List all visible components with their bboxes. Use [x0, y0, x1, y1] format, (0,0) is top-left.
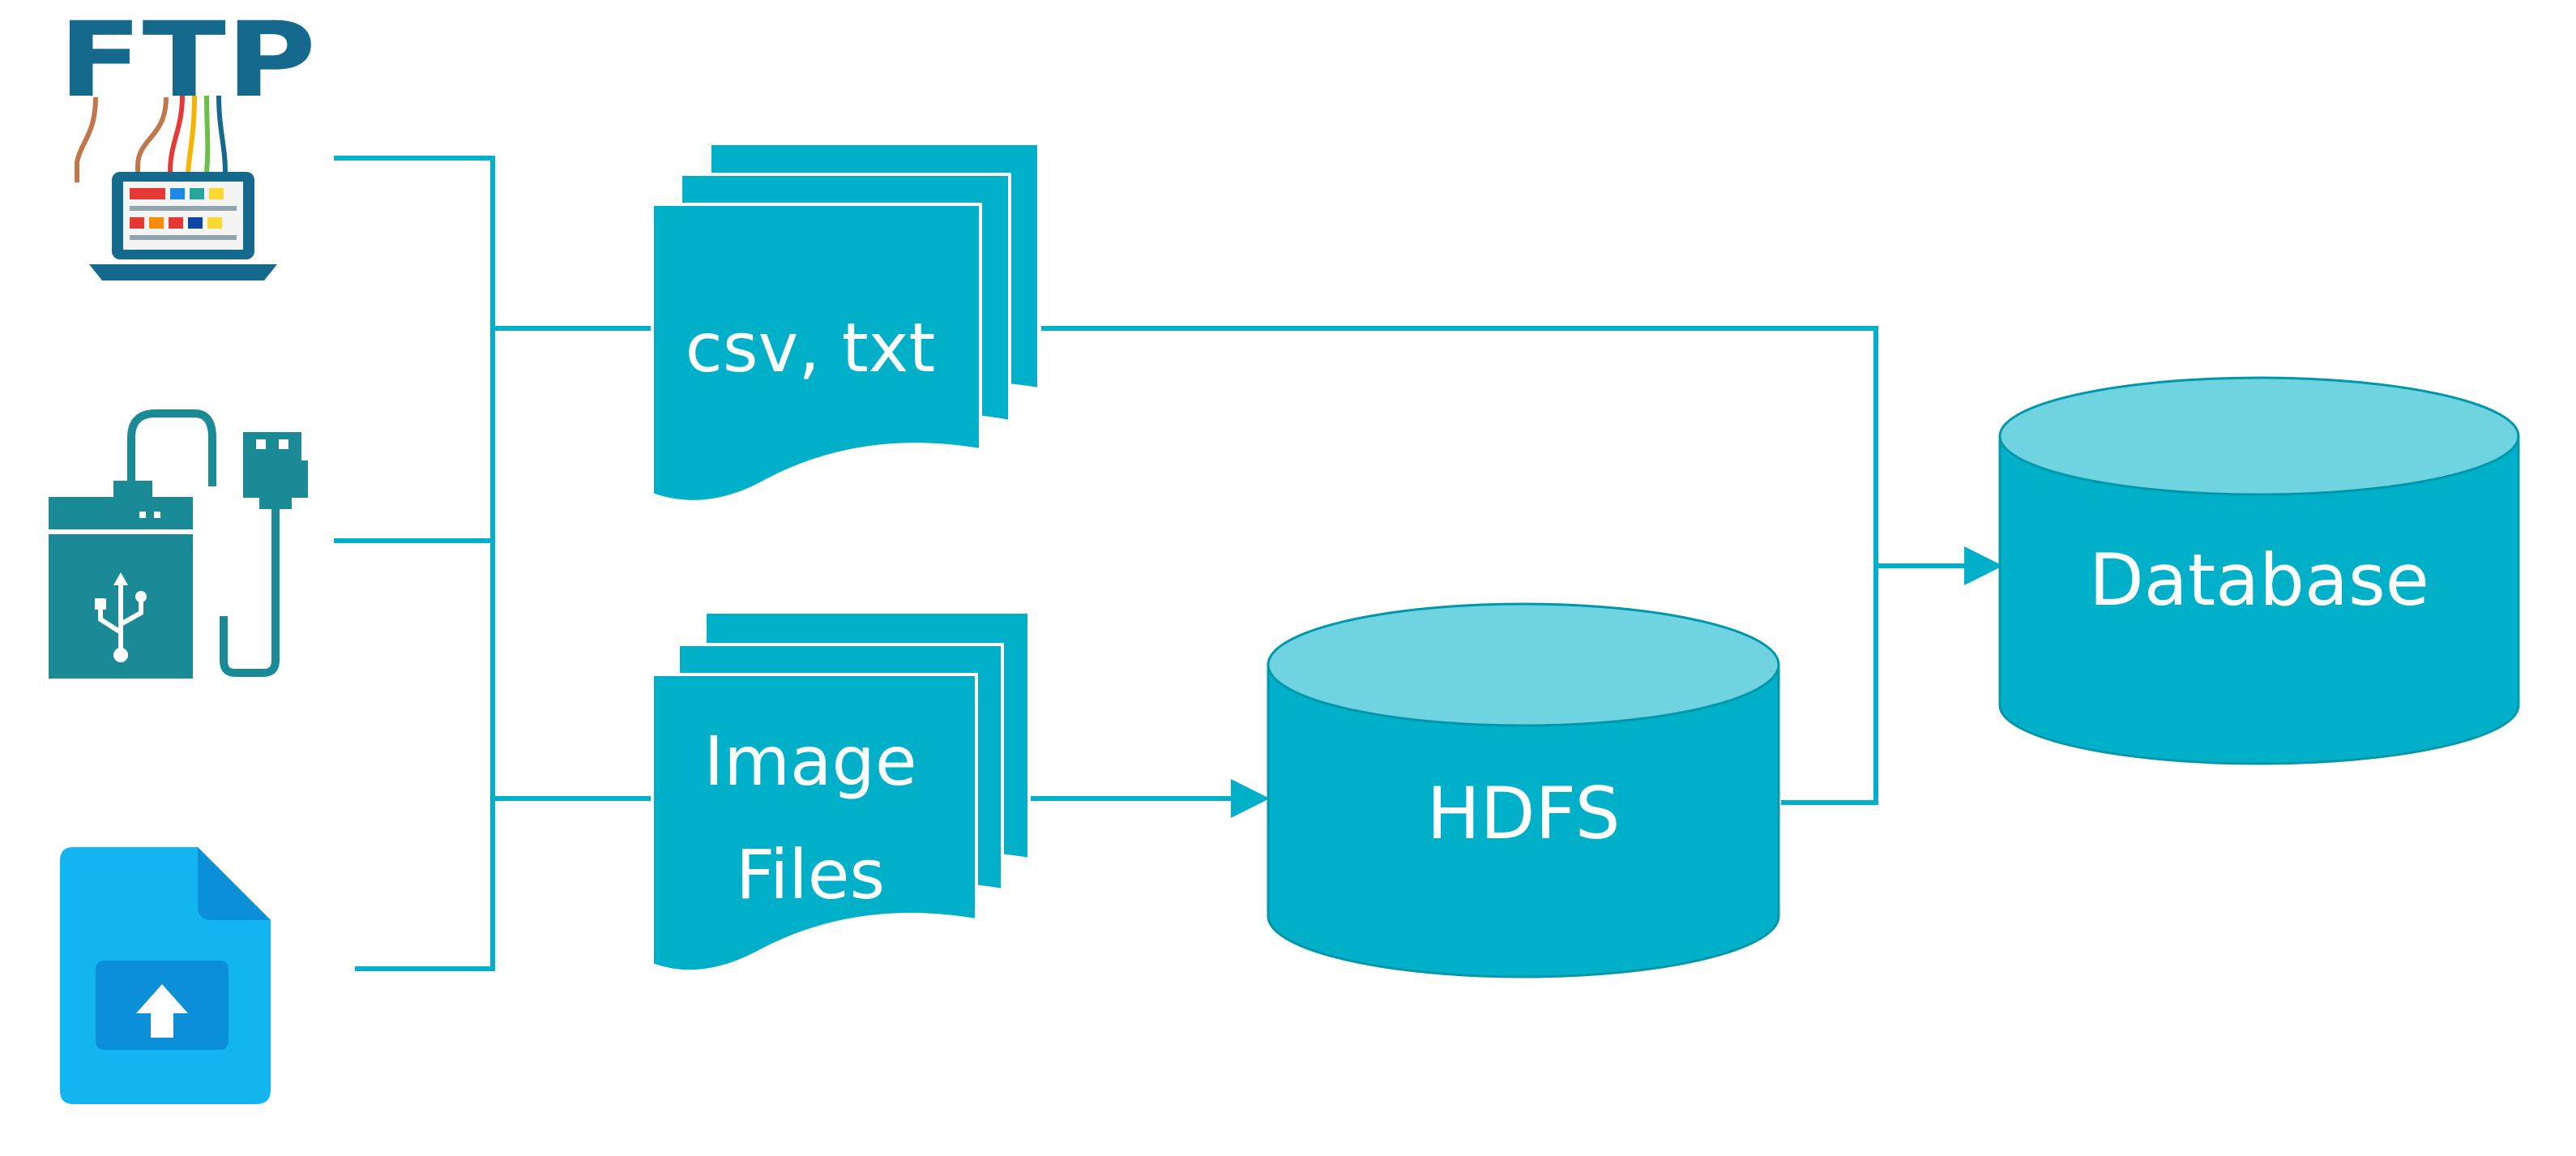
connector-csv-to-database	[1041, 326, 1878, 566]
source-bracket	[334, 156, 495, 971]
image-files-label-line1: Image	[703, 721, 916, 801]
ftp-logo-text: FTP	[58, 0, 316, 121]
csv-txt-label: csv, txt	[686, 308, 936, 387]
image-files-documents: Image Files	[651, 610, 1031, 974]
usb-drive-icon	[49, 409, 308, 679]
database-label: Database	[2089, 538, 2429, 622]
ftp-laptop-icon: FTP	[58, 0, 316, 280]
database-cylinder: Database	[1998, 376, 2520, 765]
hdfs-label: HDFS	[1427, 772, 1621, 855]
hdfs-cylinder: HDFS	[1267, 602, 1780, 978]
file-upload-icon	[60, 847, 271, 1104]
connector-hdfs-to-database	[1781, 566, 1878, 805]
csv-txt-documents: csv, txt	[651, 142, 1040, 503]
image-files-label-line2: Files	[736, 835, 885, 914]
